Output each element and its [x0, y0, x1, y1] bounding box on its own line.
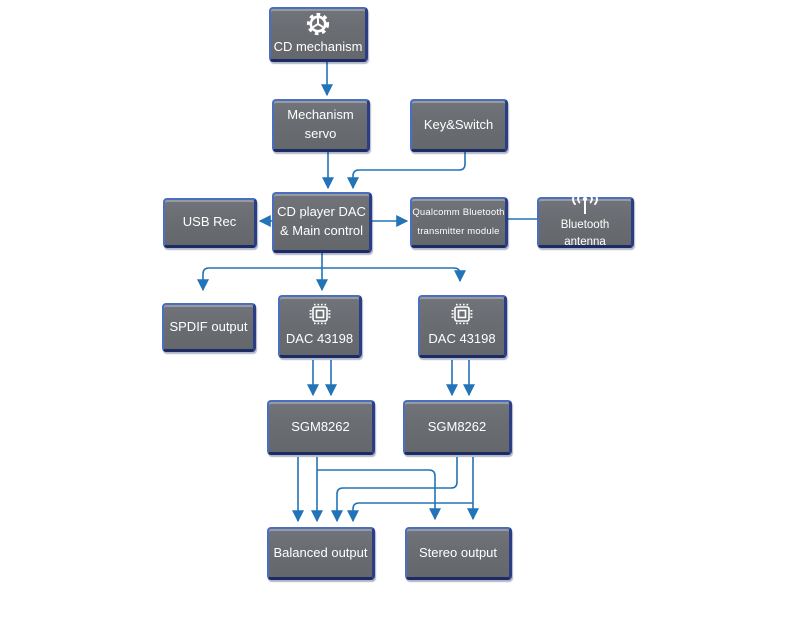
node-label: Bluetooth antenna	[560, 219, 610, 248]
connector-sgmr-balanced-1	[331, 457, 458, 523]
node-spdif-output[interactable]: SPDIF output	[162, 303, 256, 352]
antenna-icon	[568, 193, 602, 215]
node-stereo-output[interactable]: Stereo output	[405, 527, 512, 580]
node-dac-left[interactable]: DAC 43198	[278, 295, 362, 358]
node-usb-rec[interactable]: USB Rec	[163, 198, 257, 248]
node-qualcomm-bt[interactable]: Qualcomm Bluetooth transmitter module	[410, 197, 508, 248]
connector-sgml-stereo	[317, 469, 441, 521]
node-label: Key&Switch	[423, 116, 494, 132]
node-label: SGM8262	[291, 418, 350, 434]
node-cd-player-dac[interactable]: CD player DAC & Main control	[272, 192, 372, 253]
node-balanced-output[interactable]: Balanced output	[267, 527, 375, 580]
connector-sgmr-balanced-2	[347, 502, 473, 523]
node-label: Qualcomm Bluetooth	[412, 207, 505, 218]
connector-key-dac	[347, 152, 466, 190]
node-label: Stereo output	[418, 544, 498, 560]
chip-icon	[447, 303, 477, 328]
node-label: SGM8262	[427, 418, 487, 434]
node-cd-mechanism[interactable]: CD mechanism	[269, 7, 368, 62]
connector-bar-spdif	[197, 267, 322, 292]
node-label: transmitter module	[417, 226, 500, 237]
node-label: CD player DAC	[277, 204, 366, 220]
node-label: CD mechanism	[273, 38, 363, 54]
node-label: Balanced output	[273, 544, 368, 560]
node-key-switch[interactable]: Key&Switch	[410, 99, 508, 152]
node-sgm-right[interactable]: SGM8262	[403, 400, 512, 455]
node-bt-antenna[interactable]: Bluetooth antenna	[537, 193, 634, 248]
node-label: DAC 43198	[285, 331, 354, 347]
node-sgm-left[interactable]: SGM8262	[267, 400, 375, 455]
node-label: servo	[304, 126, 337, 141]
chip-icon	[305, 303, 335, 328]
connector-bar-dacright	[322, 267, 466, 283]
node-mechanism-servo[interactable]: Mechanism servo	[272, 99, 370, 152]
node-label: USB Rec	[182, 214, 237, 230]
gear-icon	[306, 12, 330, 36]
node-dac-right[interactable]: DAC 43198	[418, 295, 507, 358]
node-label: Mechanism	[287, 107, 354, 123]
node-label: & Main control	[279, 223, 364, 238]
node-label: SPDIF output	[169, 318, 248, 334]
node-label: DAC 43198	[428, 331, 496, 347]
